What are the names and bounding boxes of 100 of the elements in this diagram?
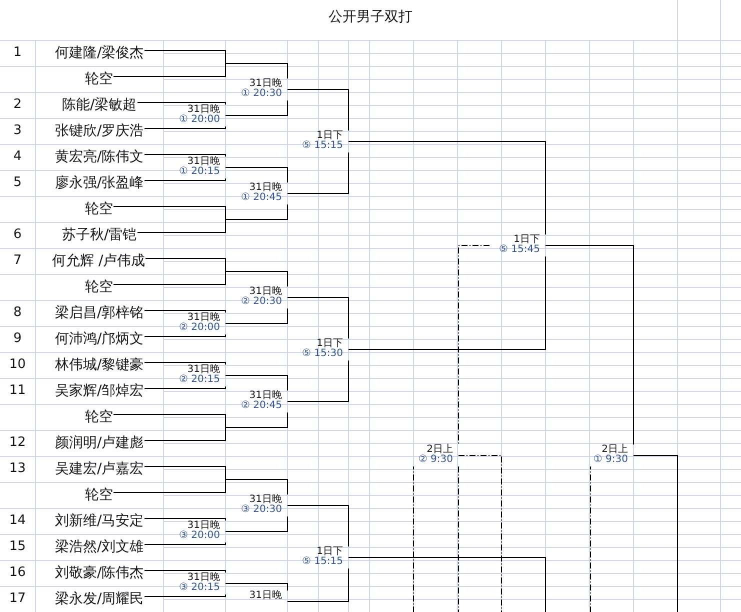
bracket-line	[144, 570, 226, 573]
match-time: ⑤ 15:45	[499, 245, 540, 255]
bracket-line	[144, 310, 226, 313]
bracket-line	[348, 256, 546, 350]
bracket-line	[545, 245, 634, 445]
bracket-line	[225, 100, 288, 116]
seed-number: 11	[8, 382, 27, 400]
bracket-line	[144, 542, 226, 545]
match-date: 31日晚	[249, 79, 282, 89]
match-date: 31日晚	[187, 521, 220, 531]
match-date: 2日上	[602, 445, 628, 455]
bracket-line	[225, 375, 288, 391]
seed-number: 3	[12, 122, 23, 140]
bracket-line	[144, 412, 288, 441]
seed-number: 2	[12, 96, 23, 114]
team-name: 张键欣/罗庆浩	[55, 118, 144, 144]
bracket-line	[144, 154, 226, 157]
match-date: 31日晚	[187, 365, 220, 375]
team-name: 刘新维/马安定	[55, 508, 144, 534]
team-name: 吴家辉/邹焯宏	[55, 378, 144, 404]
bracket-line	[633, 455, 678, 612]
title: 公开男子双打	[328, 8, 414, 26]
bracket-line	[144, 178, 226, 181]
seed-number: 6	[12, 226, 23, 244]
match-date: 31日晚	[187, 573, 220, 583]
match-time: ① 20:00	[179, 115, 220, 125]
match-date: 31日晚	[249, 183, 282, 193]
team-name: 梁启昌/郭梓铭	[55, 300, 144, 326]
match-time: ② 9:30	[418, 455, 453, 465]
match-time: ② 20:30	[241, 297, 282, 307]
team-name: 陈能/梁敏超	[62, 92, 137, 118]
bracket-line	[348, 557, 546, 612]
match-time: ① 20:15	[179, 167, 220, 177]
match-time: ③ 20:00	[179, 531, 220, 541]
match-time: ① 9:30	[593, 455, 628, 465]
bracket-line	[144, 518, 226, 521]
seed-number: 12	[8, 434, 27, 452]
match-time: ⑤ 15:15	[302, 141, 343, 151]
seed-number: 10	[8, 356, 27, 374]
bracket-line	[287, 505, 349, 547]
team-name: 黄宏亮/陈伟文	[55, 144, 144, 170]
team-name: 轮空	[85, 404, 113, 430]
seed-number: 1	[12, 44, 23, 62]
bracket-line	[144, 386, 226, 389]
bracket-line	[225, 516, 288, 532]
match-date: 31日晚	[249, 591, 282, 601]
match-date: 2日上	[426, 445, 453, 455]
seed-number: 8	[12, 304, 23, 322]
seed-number: 16	[8, 564, 27, 582]
team-name: 轮空	[85, 196, 113, 222]
bracket-line	[458, 245, 490, 445]
team-name: 轮空	[85, 66, 113, 92]
bracket-line	[287, 297, 349, 339]
bracket-line	[144, 594, 226, 597]
bracket-line	[137, 204, 288, 233]
match-date: 31日晚	[187, 105, 220, 115]
seed-number: 14	[8, 512, 27, 530]
bracket-line	[113, 63, 288, 79]
bracket-line	[287, 152, 349, 194]
seed-number: 4	[12, 148, 23, 166]
bracket-line	[144, 334, 226, 337]
match-date: 31日晚	[249, 391, 282, 401]
team-name: 何沛鸿/邝炳文	[55, 326, 144, 352]
team-name: 轮空	[85, 274, 113, 300]
match-date: 1日下	[316, 131, 343, 141]
seed-number: 7	[12, 252, 23, 270]
seed-number: 15	[8, 538, 27, 556]
match-date: 31日晚	[187, 313, 220, 323]
bracket-line	[590, 466, 591, 612]
team-name: 廖永强/张盈峰	[55, 170, 144, 196]
match-date: 1日下	[316, 339, 343, 349]
bracket-line	[225, 167, 288, 183]
match-date: 1日下	[514, 235, 540, 245]
bracket-line	[287, 360, 349, 402]
match-date: 1日下	[316, 547, 343, 557]
team-name: 苏子秋/雷铠	[62, 222, 137, 248]
seed-number: 5	[12, 174, 23, 192]
team-name: 何允辉 /卢伟成	[52, 248, 146, 274]
match-time: ② 20:45	[241, 401, 282, 411]
bracket-line	[458, 466, 459, 612]
match-date: 31日晚	[187, 157, 220, 167]
bracket-line	[137, 102, 226, 105]
team-name: 刘敬豪/陈伟杰	[55, 560, 144, 586]
team-name: 吴建宏/卢嘉宏	[55, 456, 144, 482]
bracket-line	[287, 89, 349, 131]
bracket-line	[413, 466, 414, 612]
match-date: 31日晚	[249, 287, 282, 297]
team-name: 颜润明/卢建彪	[55, 430, 144, 456]
team-name: 梁永发/周耀民	[55, 586, 144, 612]
bracket-line	[287, 568, 349, 602]
team-name: 林伟城/黎键豪	[55, 352, 144, 378]
match-time: ② 20:15	[179, 375, 220, 385]
match-time: ③ 20:30	[241, 505, 282, 515]
seed-number: 17	[8, 590, 27, 608]
match-time: ③ 20:15	[179, 583, 220, 593]
match-time: ⑤ 15:30	[302, 349, 343, 359]
bracket-line	[144, 362, 226, 365]
bracket-line	[113, 271, 288, 287]
team-name: 何建隆/梁俊杰	[55, 40, 144, 66]
team-name: 梁浩然/刘文雄	[55, 534, 144, 560]
